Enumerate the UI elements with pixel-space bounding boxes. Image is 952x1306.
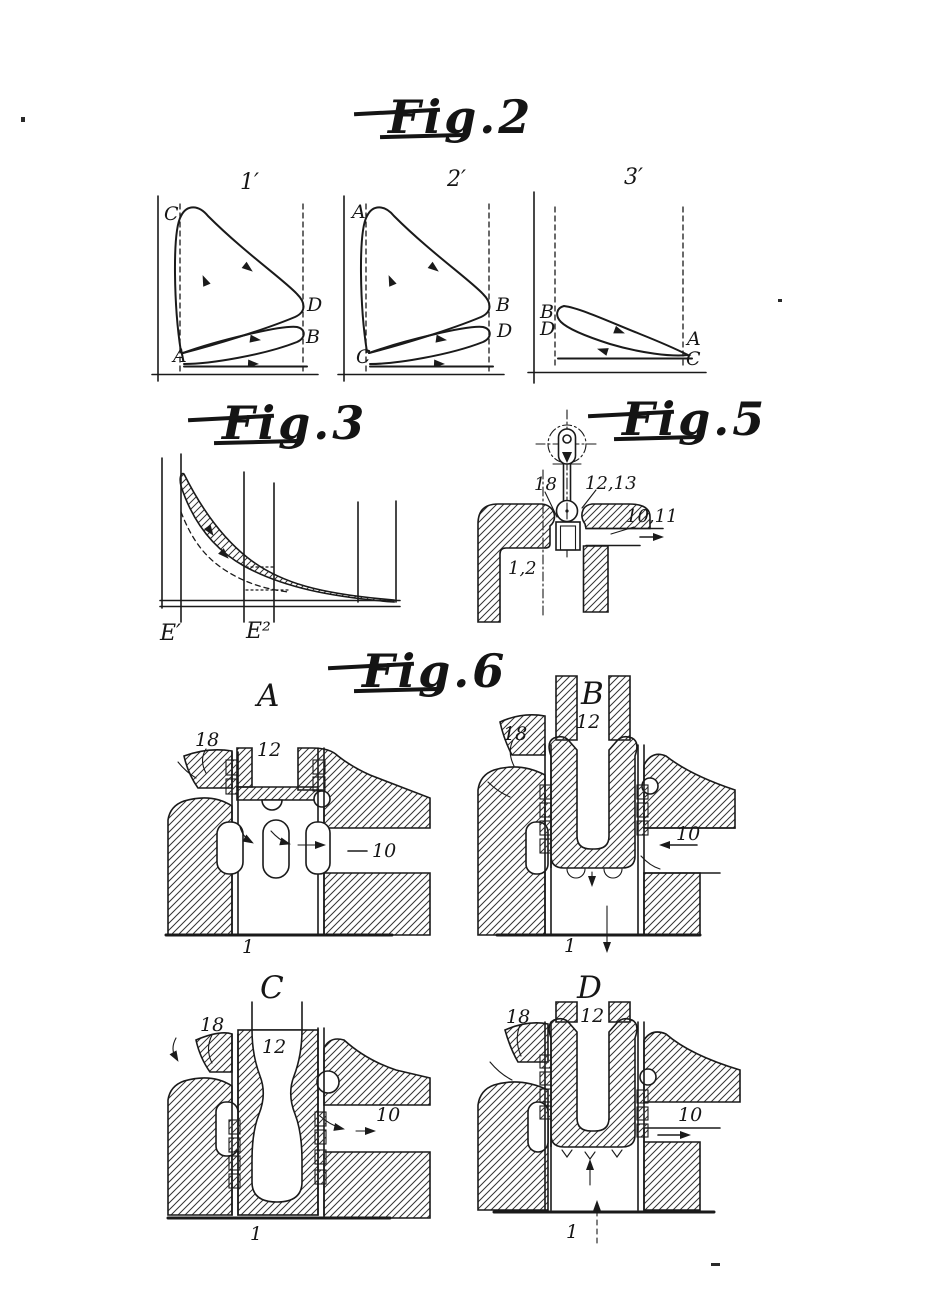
port-edges	[585, 527, 664, 547]
valve-channel	[251, 1029, 303, 1203]
sleeve-slot	[216, 821, 244, 875]
fig6-panel-a-letter: A	[254, 678, 279, 714]
fig2-d1-point-b: B	[305, 326, 320, 348]
stray-mark	[711, 1263, 720, 1266]
fig2-diagram-2: 2′ A B D C	[337, 167, 512, 382]
fig2-d3-point-d: D	[539, 318, 555, 340]
fig2-d1-point-d: D	[306, 294, 322, 316]
fig2-diagram-3: 3′ B D A C	[527, 165, 707, 384]
fig6-b-label-1: 1	[564, 935, 576, 957]
sleeve-valve-u	[548, 735, 638, 869]
fig2-d3-name: 3′	[624, 165, 643, 190]
fig2-d2-point-c: C	[356, 346, 371, 368]
fig5-drawing: 18 12,13 10,11 1,2	[477, 409, 678, 623]
fig2-d3-point-a: A	[685, 328, 701, 350]
fig6-panel-b-letter: B	[580, 676, 604, 712]
head-section-lower-right	[582, 545, 609, 613]
fig3-label-e2: E²	[245, 619, 271, 644]
sleeve-slot	[262, 819, 290, 879]
fig2-d3-point-c: C	[686, 348, 701, 370]
fig2-title: Fig.2	[388, 90, 534, 144]
fig6-c-label-12: 12	[262, 1036, 286, 1058]
fig6-c-label-10: 10	[376, 1104, 400, 1126]
fig2-d1-geometry	[151, 195, 319, 382]
fig6-c-label-18: 18	[200, 1014, 224, 1036]
fig6-d-label-10: 10	[678, 1104, 702, 1126]
fig6-panel-c-letter: C	[260, 970, 284, 1006]
fig3-diagram: E′ E²	[159, 453, 401, 646]
valve-stem	[562, 463, 572, 502]
fig6-b-label-18: 18	[503, 723, 527, 745]
fig6-title: Fig.6	[362, 644, 508, 698]
fig2-d2-point-d: D	[496, 320, 512, 342]
head-section-right	[581, 503, 651, 530]
fig5-title: Fig.5	[622, 392, 768, 446]
fig6-a-label-1: 1	[242, 936, 254, 958]
stray-mark	[21, 117, 25, 122]
fig2-d1-name: 1′	[240, 170, 259, 195]
fig6-d-label-18: 18	[506, 1006, 530, 1028]
fig6-a-label-18: 18	[195, 729, 219, 751]
fig2-d3-point-b: B	[539, 301, 554, 323]
fig2-d2-point-b: B	[495, 294, 510, 316]
fig5-label-10-11: 10,11	[626, 506, 678, 527]
head-section-left	[477, 503, 556, 623]
fig6-panel-b: B 18 12 10 1	[477, 675, 736, 957]
fig6-panel-a: A 18 12 10 1	[164, 678, 431, 958]
fig2-d2-geometry	[337, 195, 505, 382]
stray-mark	[778, 299, 782, 302]
fig6-b-label-10: 10	[676, 823, 700, 845]
fig6-panel-d-letter: D	[576, 970, 602, 1006]
fig6-b-label-12: 12	[576, 711, 600, 733]
fig2-d1-point-c: C	[164, 203, 179, 225]
fig6-a-label-10: 10	[372, 840, 396, 862]
sleeve-slot	[305, 821, 331, 875]
fig5-label-12-13: 12,13	[585, 473, 637, 494]
valve-bump	[261, 799, 283, 811]
fig5-label-1-2: 1,2	[508, 558, 537, 579]
fig3-label-e1: E′	[159, 621, 181, 646]
fig6-a-label-12: 12	[257, 739, 281, 761]
sleeve-valve-u	[548, 1017, 638, 1148]
fig2-d2-point-a: A	[350, 201, 366, 223]
fig2-diagram-1: 1′ C D B A	[151, 170, 322, 382]
fig6-d-label-1: 1	[566, 1221, 578, 1243]
fig6-c-label-1: 1	[250, 1223, 262, 1245]
fig6-panel-d: D 18 12 10 1	[477, 970, 741, 1244]
fig5-label-18: 18	[534, 474, 557, 495]
fig6-panel-c: C 18 12 10 1	[166, 970, 431, 1245]
fig3-title: Fig.3	[222, 396, 368, 450]
fig2-d2-name: 2′	[446, 167, 466, 192]
fig6-d-label-12: 12	[580, 1005, 604, 1027]
fig2-d1-point-a: A	[171, 345, 187, 367]
